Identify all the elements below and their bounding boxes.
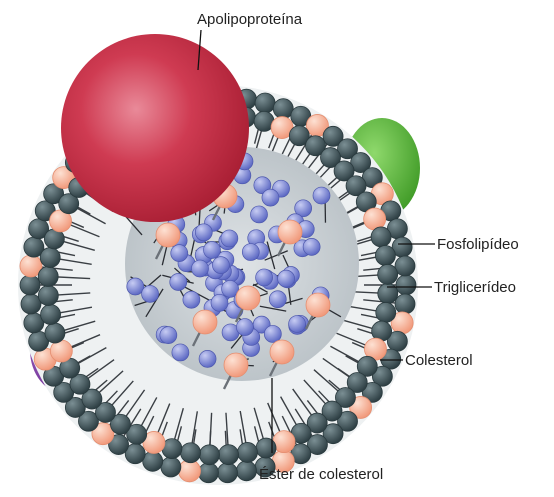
cholesterol-ester-head (236, 286, 260, 310)
phospholipid-head (21, 294, 41, 314)
phospholipid-head (38, 267, 58, 287)
label-cholesterol-ester: Éster de colesterol (259, 466, 383, 483)
phospholipid-head (45, 323, 65, 343)
triglyceride-bead (127, 278, 144, 295)
label-cholesterol: Colesterol (405, 352, 473, 369)
phospholipid-head (395, 294, 415, 314)
triglyceride-bead (172, 344, 189, 361)
cholesterol-ester-head (306, 293, 330, 317)
phospholipid-head (198, 463, 218, 483)
phospholipid-head (161, 457, 181, 477)
phospholipid-head (200, 445, 220, 465)
cholesterol-ester-head (278, 220, 302, 244)
triglyceride-bead (256, 269, 273, 286)
cholesterol-ester-head (156, 223, 180, 247)
phospholipid-head (255, 93, 275, 113)
label-apolipoprotein: Apolipoproteína (197, 11, 303, 28)
triglyceride-bead (212, 257, 229, 274)
triglyceride-bead (195, 224, 212, 241)
phospholipid-head (375, 246, 395, 266)
phospholipid-head (396, 275, 416, 295)
triglyceride-bead (264, 325, 281, 342)
phospholipid-head (273, 99, 293, 119)
phospholipid-head (218, 463, 238, 483)
triglyceride-bead (191, 260, 208, 277)
triglyceride-bead (221, 230, 238, 247)
phospholipid-head (395, 256, 415, 276)
cholesterol-ester-head (270, 340, 294, 364)
triglyceride-bead (262, 189, 279, 206)
triglyceride-bead (289, 316, 306, 333)
phospholipid-head (219, 445, 239, 465)
phospholipid-head (38, 286, 58, 306)
phospholipid-head (376, 302, 396, 322)
triglyceride-bead (211, 294, 228, 311)
cholesterol-molecule (179, 460, 201, 482)
phospholipid-head (237, 442, 257, 462)
triglyceride-bead (203, 242, 220, 259)
cholesterol-ester-head (193, 310, 217, 334)
triglyceride-bead (171, 245, 188, 262)
phospholipid-head (40, 248, 60, 268)
triglyceride-bead (160, 327, 177, 344)
label-triglyceride: Triglicerídeo (434, 279, 516, 296)
triglyceride-bead (183, 291, 200, 308)
triglyceride-bead (242, 244, 259, 261)
triglyceride-bead (251, 206, 268, 223)
apolipoprotein-red (61, 34, 249, 222)
triglyceride-bead (170, 273, 187, 290)
phospholipid-head (181, 443, 201, 463)
phospholipid-head (143, 451, 163, 471)
triglyceride-bead (199, 350, 216, 367)
phospholipid-head (236, 461, 256, 481)
label-phospholipid: Fosfolipídeo (437, 236, 519, 253)
triglyceride-bead (142, 285, 159, 302)
phospholipid-head (371, 227, 391, 247)
phospholipid-head (41, 304, 61, 324)
phospholipid-head (256, 438, 276, 458)
triglyceride-bead (278, 270, 295, 287)
triglyceride-bead (236, 319, 253, 336)
cholesterol-ester-head (224, 353, 248, 377)
phospholipid-head (20, 275, 40, 295)
triglyceride-bead (303, 238, 320, 255)
triglyceride-bead (269, 291, 286, 308)
triglyceride-bead (313, 187, 330, 204)
phospholipid-head (378, 264, 398, 284)
